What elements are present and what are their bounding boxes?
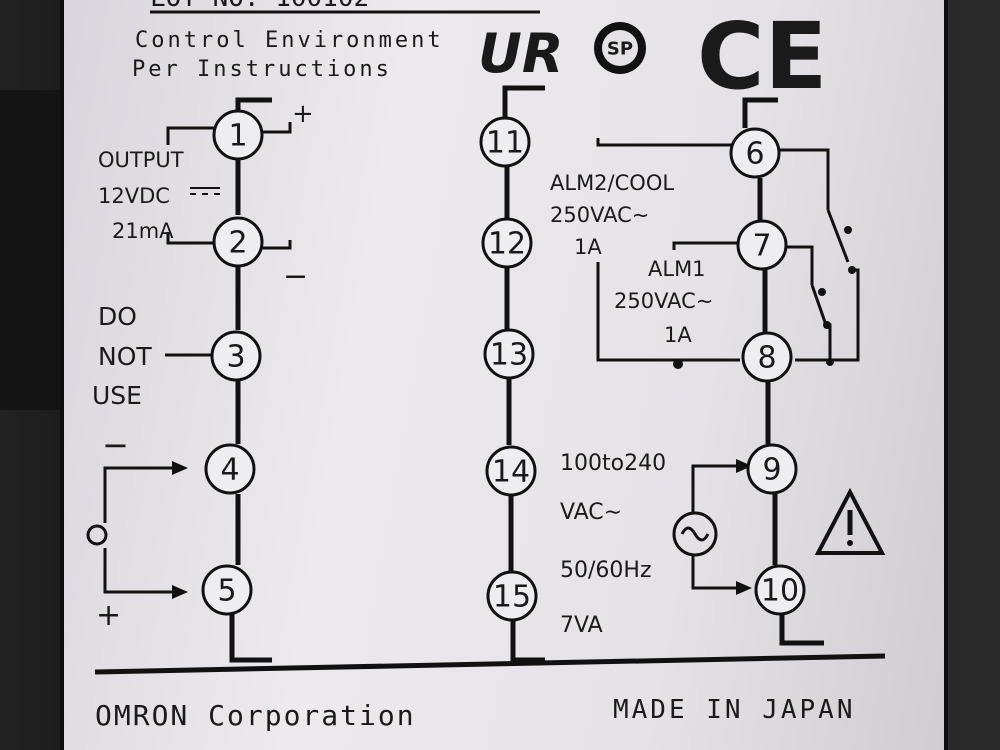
svg-text:14: 14 xyxy=(492,455,530,490)
control-environment-text: Control Environment xyxy=(135,28,444,53)
output-voltage-label: 12VDC xyxy=(98,184,170,208)
terminal-11: 11 xyxy=(479,116,531,168)
per-instructions-text: Per Instructions xyxy=(132,57,392,82)
alm1-voltage-label: 250VAC∼ xyxy=(614,289,713,313)
do-not-use-label-2: NOT xyxy=(98,342,152,371)
left-terminal-column: + − OUTPUT 12VDC 21mA DO NOT USE − + 1 2… xyxy=(86,97,314,663)
warning-triangle-icon xyxy=(814,487,886,555)
output-current-label: 21mA xyxy=(112,219,174,243)
svg-text:CE: CE xyxy=(697,3,827,110)
svg-text:1: 1 xyxy=(228,119,247,154)
input-plus-sign: + xyxy=(96,598,121,633)
csa-mark-icon: SP xyxy=(594,22,646,74)
svg-text:SP: SP xyxy=(607,39,633,60)
terminal1-plus-sign: + xyxy=(292,99,314,129)
input-minus-sign: − xyxy=(102,426,129,464)
alm2-voltage-label: 250VAC∼ xyxy=(550,203,649,227)
svg-text:12: 12 xyxy=(488,227,526,262)
svg-text:4: 4 xyxy=(220,453,239,488)
origin-text: MADE IN JAPAN xyxy=(613,695,856,725)
power-frequency-label: 50/60Hz xyxy=(560,558,652,583)
middle-terminal-column: 11 12 13 14 15 xyxy=(479,85,545,663)
svg-text:8: 8 xyxy=(757,341,776,376)
power-vac-label: VAC∼ xyxy=(560,500,622,525)
ce-mark-icon: CE xyxy=(697,3,827,110)
ul-recognized-icon: UR xyxy=(478,22,563,85)
output-label: OUTPUT xyxy=(98,148,184,172)
svg-text:13: 13 xyxy=(490,338,528,373)
terminal-9: 9 xyxy=(746,443,798,495)
terminal-7: 7 xyxy=(736,219,788,271)
svg-text:15: 15 xyxy=(493,580,531,615)
terminal-12: 12 xyxy=(481,217,533,269)
alm1-label: ALM1 xyxy=(648,257,706,281)
terminal-10: 10 xyxy=(754,564,806,616)
do-not-use-label-3: USE xyxy=(92,381,142,410)
manufacturer-text: OMRON Corporation xyxy=(95,699,416,732)
svg-text:2: 2 xyxy=(228,226,247,261)
ac-sine-icon xyxy=(672,511,718,557)
power-voltage-range: 100to240 xyxy=(560,451,666,476)
svg-text:5: 5 xyxy=(217,574,236,609)
terminal-14: 14 xyxy=(485,445,537,497)
terminal-1: 1 xyxy=(212,109,264,161)
right-terminal-column: ALM2/COOL 250VAC∼ 1A ALM1 250VAC∼ 1A 100… xyxy=(550,97,886,646)
svg-text:6: 6 xyxy=(745,137,764,172)
alm2-current-label: 1A xyxy=(574,235,602,259)
terminal-15: 15 xyxy=(486,570,538,622)
svg-text:UR: UR xyxy=(478,22,563,85)
alm1-current-label: 1A xyxy=(664,323,692,347)
terminal-8: 8 xyxy=(741,331,793,383)
terminal-4: 4 xyxy=(204,443,256,495)
terminal2-minus-sign: − xyxy=(283,259,308,294)
terminal-2: 2 xyxy=(212,216,264,268)
footer-rule xyxy=(94,653,886,675)
svg-text:11: 11 xyxy=(486,126,524,161)
svg-text:9: 9 xyxy=(762,453,781,488)
terminal-3: 3 xyxy=(210,330,262,382)
power-va-label: 7VA xyxy=(560,613,603,638)
terminal-5: 5 xyxy=(201,564,253,616)
do-not-use-label-1: DO xyxy=(98,302,137,331)
svg-text:10: 10 xyxy=(761,574,799,609)
alm2-label: ALM2/COOL xyxy=(550,171,674,195)
svg-text:3: 3 xyxy=(226,340,245,375)
lot-number-text: LOT NO. 100102 xyxy=(150,0,369,13)
svg-text:7: 7 xyxy=(752,229,771,264)
terminal-6: 6 xyxy=(729,127,781,179)
terminal-13: 13 xyxy=(483,328,535,380)
